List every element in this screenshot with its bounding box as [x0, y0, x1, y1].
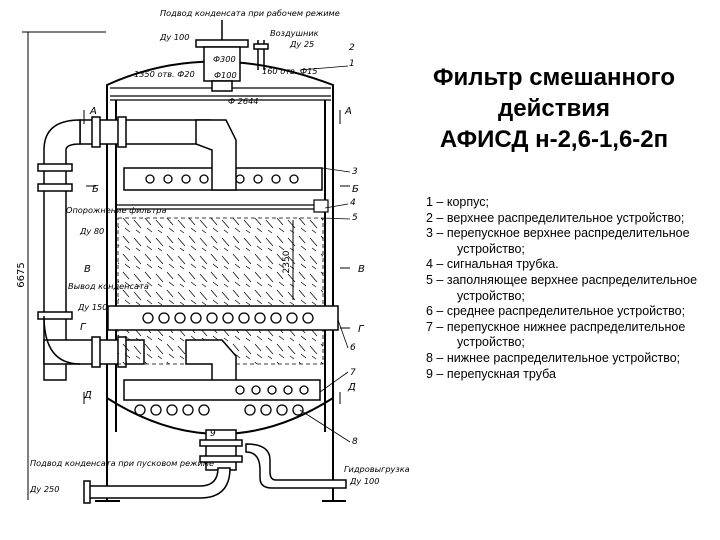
section-label-a-left: А: [89, 106, 97, 117]
section-label-d-left: Д: [83, 390, 92, 401]
legend-item-4: 4 – сигнальная трубка.: [426, 257, 559, 272]
callout-air-vent-diameter: Ду 25: [289, 39, 314, 49]
lower-bypass-elbow: [185, 339, 237, 385]
callout-hydro-diameter: Ду 100: [349, 476, 379, 486]
legend-item-7: 7 – перепускное нижнее распределительное…: [426, 319, 686, 350]
item-number-1: 1: [349, 59, 355, 69]
item-number-5: 5: [352, 213, 358, 223]
callout-hydro-unload: Гидровыгрузка: [344, 464, 410, 474]
item-number-3: 3: [352, 167, 358, 177]
callout-air-vent: Воздушник: [270, 28, 319, 38]
callout-outlet: Вывод конденсата: [68, 281, 149, 291]
legend-item-9: 9 – перепускная труба: [426, 366, 556, 381]
top-inlet-nozzle: [195, 20, 249, 92]
section-label-g-right: Г: [358, 324, 365, 335]
bottom-outlet-nozzle: [83, 429, 347, 504]
callout-holes-top: 1350 отв. Ф20: [134, 69, 195, 79]
item-number-2: 2: [349, 43, 355, 53]
diagram-title: Фильтр смешанного действия АФИСД н-2,6-1…: [404, 62, 704, 155]
title-line-2: действия: [498, 95, 610, 122]
legend-item-6: 6 – среднее распределительное устройство…: [426, 304, 686, 319]
item-number-6: 6: [350, 343, 356, 353]
signal-tube: [116, 199, 329, 213]
air-vent-pipe: [253, 40, 269, 70]
section-label-v-left: В: [84, 264, 91, 275]
legend-item-2: 2 – верхнее распределительное устройство…: [426, 210, 685, 225]
legend-item-5: 5 – заполняющее верхнее распределительно…: [426, 272, 698, 303]
callout-holes-top-right: 160 отв. Ф15: [262, 66, 318, 76]
callout-inlet-startup: Подвод конденсата при пусковом режиме: [30, 458, 214, 468]
section-label-b-right: Б: [352, 184, 359, 195]
legend-item-3: 3 – перепускное верхнее распределительно…: [426, 226, 690, 256]
component-legend: 1 – корпус; 2 – верхнее распределительно…: [426, 195, 718, 382]
callout-filter-drain: Опорожнение фильтра: [66, 205, 166, 215]
section-label-a-right: А: [344, 106, 352, 117]
title-line-3: АФИСД н-2,6-1,6-2п: [439, 126, 669, 153]
item-number-8: 8: [352, 437, 358, 447]
middle-distributor: [107, 305, 339, 331]
item-number-9: 9: [210, 429, 216, 439]
item-number-4: 4: [350, 198, 356, 208]
lower-bypass-distributor: [123, 379, 321, 401]
callout-outlet-diameter: Ду 150: [77, 302, 107, 312]
section-label-g-left: Г: [80, 322, 87, 333]
legend-item-1: 1 – корпус;: [426, 195, 489, 209]
callout-shell-diameter: Ф 2644: [228, 96, 259, 106]
callout-startup-diameter: Ду 250: [29, 484, 59, 494]
item-number-7: 7: [350, 368, 356, 378]
section-label-b-left: Б: [92, 184, 99, 195]
callout-leaders: [299, 65, 351, 443]
height-dimension: [22, 31, 106, 500]
section-markers: [83, 110, 350, 404]
callout-dim-100: Ф100: [214, 70, 237, 80]
bed-height-label: 2350: [282, 250, 292, 273]
title-line-1: Фильтр смешанного: [432, 64, 675, 91]
legend-item-8: 8 – нижнее распределительное устройство;: [426, 350, 681, 365]
callout-filter-drain-diameter: Ду 80: [79, 226, 104, 236]
callout-dim-300: Ф300: [213, 54, 236, 64]
upper-inlet-pipe: [79, 116, 237, 191]
section-label-d-right: Д: [347, 382, 356, 393]
callout-inlet-diameter: Ду 100: [159, 32, 189, 42]
section-label-v-right: В: [358, 264, 365, 275]
bottom-distributor: [134, 404, 304, 416]
callout-inlet-working: Подвод конденсата при рабочем режиме: [160, 8, 340, 18]
height-dimension-label: 6675: [16, 262, 27, 287]
